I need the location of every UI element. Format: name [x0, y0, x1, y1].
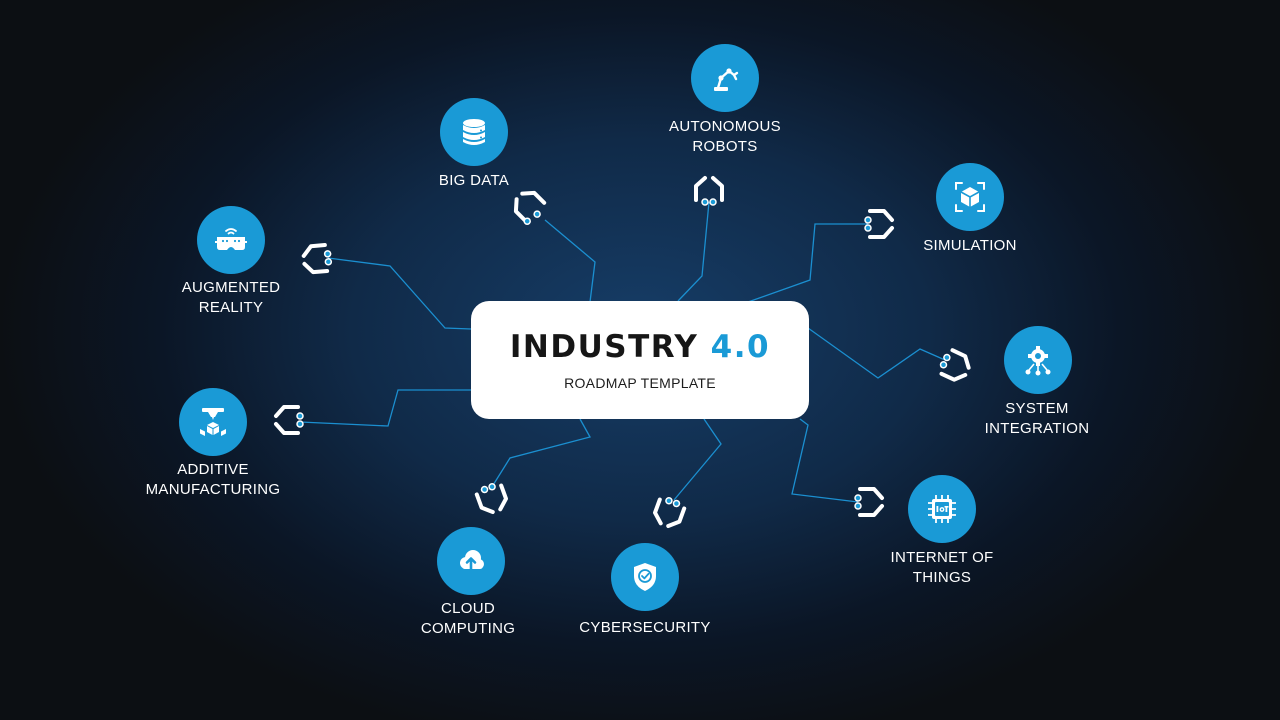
label-autonomous-robots: AUTONOMOUS ROBOTS [635, 117, 815, 157]
label-line: BIG DATA [438, 172, 510, 189]
gripper-icon [513, 190, 547, 225]
label-line: CLOUD [440, 600, 495, 617]
gripper-icon [274, 405, 304, 435]
label-simulation: SIMULATION [880, 236, 1060, 256]
label-line: INTEGRATION [984, 420, 1090, 437]
label-internet-of-things: INTERNET OF THINGS [852, 548, 1032, 588]
label-line: ROBOTS [692, 138, 758, 155]
label-cloud-computing: CLOUD COMPUTING [378, 599, 558, 639]
gear-network-icon [1004, 326, 1072, 394]
connector-cloud-computing [489, 418, 591, 491]
robot-arm-icon [691, 44, 759, 112]
gripper-icon [652, 497, 687, 529]
label-line: COMPUTING [420, 620, 516, 637]
label-line: AUTONOMOUS [669, 118, 781, 135]
page-subtitle: ROADMAP TEMPLATE [564, 375, 716, 391]
database-icon [440, 98, 508, 166]
gripper-icon [301, 243, 333, 275]
label-line: CYBERSECURITY [579, 619, 711, 636]
gripper-icon [939, 348, 971, 382]
label-cybersecurity: CYBERSECURITY [555, 618, 735, 638]
page-title: INDUSTRY 4.0 [471, 329, 809, 365]
connector-cybersecurity [673, 418, 722, 501]
gripper-icon [694, 176, 724, 206]
label-big-data: BIG DATA [384, 171, 564, 191]
title-accent: 4.0 [710, 329, 771, 365]
gripper-icon [864, 209, 894, 239]
cloud-upload-icon [437, 527, 505, 595]
iot-chip-icon [908, 475, 976, 543]
vr-headset-icon [197, 206, 265, 274]
label-line: THINGS [912, 569, 972, 586]
gripper-icon [854, 487, 884, 517]
connector-simulation [747, 223, 868, 303]
label-line: REALITY [198, 299, 264, 316]
label-line: SYSTEM [1005, 400, 1069, 417]
connector-autonomous-robots [677, 201, 710, 302]
gripper-icon [474, 483, 509, 515]
3d-printer-icon [179, 388, 247, 456]
cube-icon [936, 163, 1004, 231]
label-system-integration: SYSTEM INTEGRATION [947, 399, 1127, 439]
title-main: INDUSTRY [509, 329, 699, 365]
label-augmented-reality: AUGMENTED REALITY [141, 278, 321, 318]
label-line: INTERNET OF [890, 549, 994, 566]
label-additive-manufacturing: ADDITIVE MANUFACTURING [123, 460, 303, 500]
connector-augmented-reality [327, 257, 472, 330]
label-line: SIMULATION [923, 237, 1017, 254]
connector-big-data [544, 219, 596, 303]
connector-internet-of-things [791, 418, 859, 503]
shield-icon [611, 543, 679, 611]
title-card: INDUSTRY 4.0 ROADMAP TEMPLATE [471, 301, 809, 419]
label-line: MANUFACTURING [145, 481, 281, 498]
connector-additive-manufacturing [299, 389, 471, 427]
label-line: ADDITIVE [177, 461, 249, 478]
label-line: AUGMENTED [181, 279, 281, 296]
connector-system-integration [807, 327, 946, 379]
